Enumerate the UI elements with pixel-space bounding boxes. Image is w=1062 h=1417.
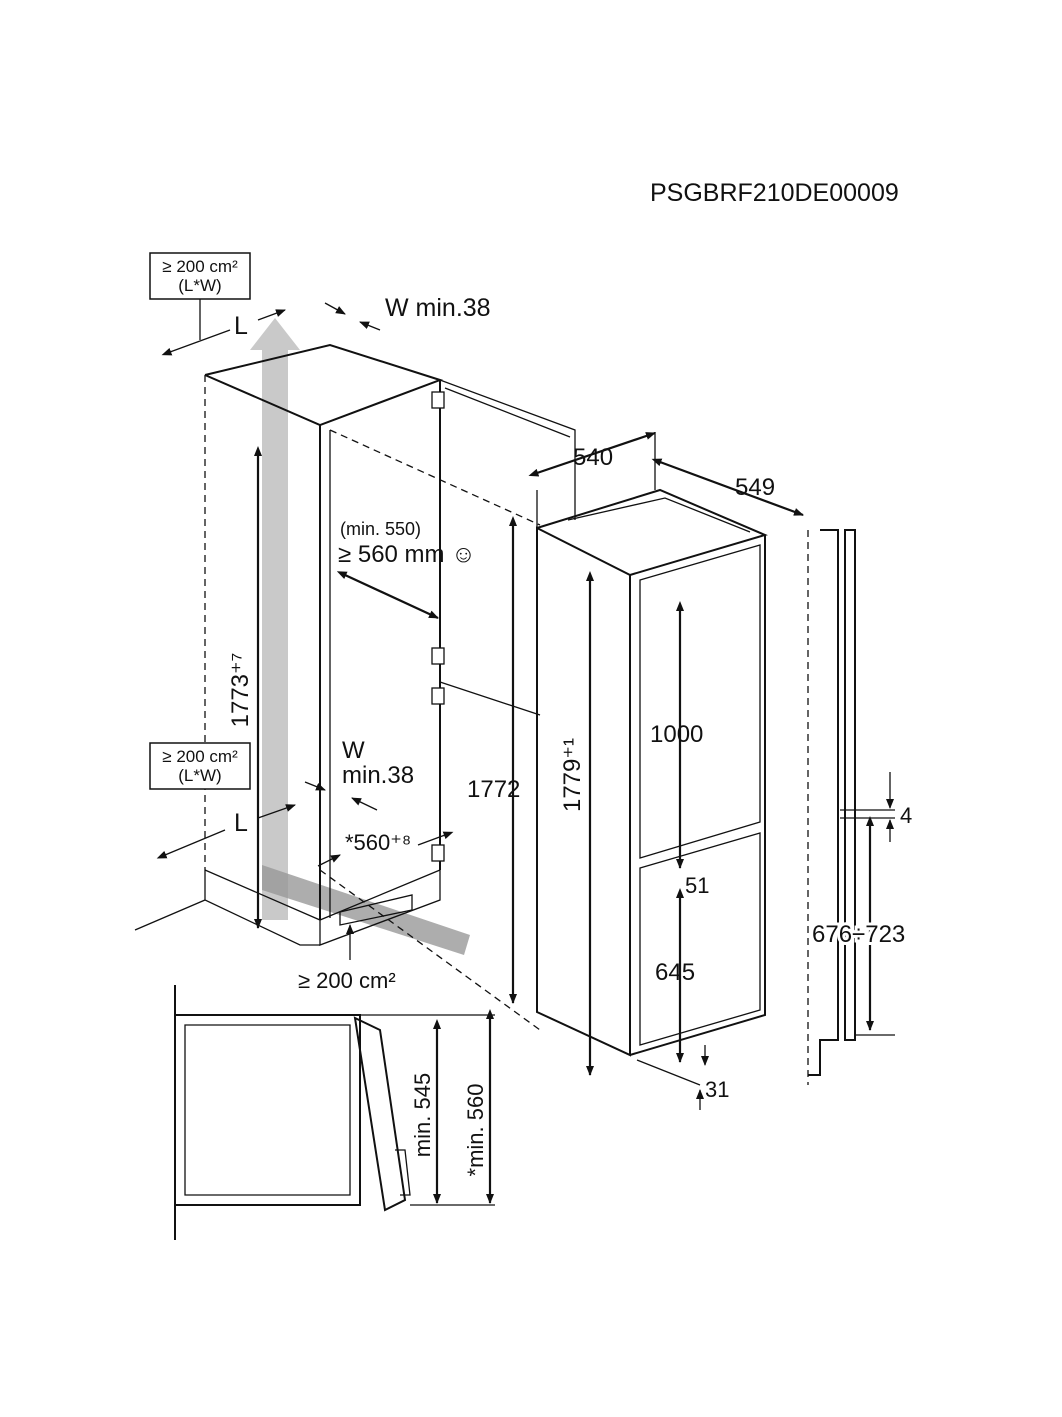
airflow-arrow — [250, 318, 470, 955]
niche-depth-dimension — [336, 571, 439, 619]
door-gap-label: 51 — [685, 873, 709, 898]
width-label: 540 — [573, 444, 613, 471]
plinth-vent-label: ≥ 200 cm² — [298, 968, 396, 993]
depth-label: 549 — [735, 474, 775, 501]
bracket-range-label: 676÷723 — [812, 921, 905, 948]
upper-door-label: 1000 — [650, 721, 703, 748]
niche-cabinet — [134, 343, 576, 1031]
niche-width-label: *560⁺⁸ — [345, 830, 411, 855]
niche-depth-min-label: (min. 550) — [340, 519, 421, 539]
total-height-label: 1772 — [467, 776, 520, 803]
width-dimension — [528, 431, 656, 477]
vent-area-box-top — [149, 252, 251, 300]
depth-dimension — [651, 458, 804, 517]
section-view — [174, 985, 495, 1240]
section-depth-label: min. 545 — [410, 1073, 435, 1157]
vent-formula-label: (L*W) — [178, 276, 221, 295]
section-depth-star-label: *min. 560 — [463, 1084, 488, 1177]
length-label: L — [234, 809, 248, 837]
vent-width-label: W — [342, 737, 365, 764]
bottom-gap-label: 31 — [705, 1077, 729, 1102]
niche-depth-label: ≥ 560 mm ☺ — [338, 541, 476, 568]
vent-width-label: W min.38 — [385, 294, 491, 322]
door-offset-label: 4 — [900, 803, 912, 828]
vent-area-label: ≥ 200 cm² — [162, 257, 238, 276]
vent-width-label: min.38 — [342, 762, 414, 789]
niche-height-label: 1773⁺⁷ — [227, 653, 254, 728]
height-label: 1779⁺¹ — [559, 738, 586, 812]
furniture-door-panel — [807, 529, 895, 1085]
hinge-icons — [431, 391, 445, 862]
vent-area-label: ≥ 200 cm² — [162, 747, 238, 766]
lower-door-label: 645 — [655, 959, 695, 986]
length-label: L — [234, 312, 248, 340]
vent-area-box-bottom — [149, 742, 251, 790]
vent-formula-label: (L*W) — [178, 766, 221, 785]
model-code: PSGBRF210DE00009 — [650, 179, 899, 207]
